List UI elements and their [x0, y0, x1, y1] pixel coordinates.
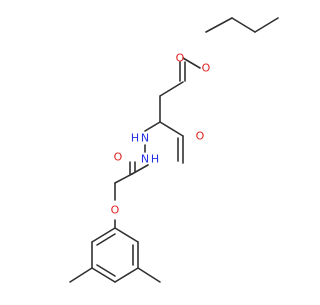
- structure-svg: O O N H O N H O O: [69, 17, 279, 283]
- bond: [159, 81, 184, 97]
- bond: [69, 267, 93, 283]
- atom-label-h: H: [151, 153, 159, 166]
- atom-label-h: H: [131, 132, 139, 145]
- atom-label-o: O: [196, 130, 205, 143]
- bond: [91, 267, 116, 283]
- bond: [144, 121, 161, 132]
- bond: [254, 17, 279, 33]
- bond: [91, 227, 116, 243]
- atom-label-n: N: [141, 153, 149, 166]
- bond: [114, 267, 139, 283]
- atom-label-o: O: [111, 204, 120, 217]
- bond: [96, 233, 116, 246]
- atom-label-n: N: [141, 132, 149, 145]
- molecule-diagram: O O N H O N H O O: [69, 17, 279, 283]
- bond: [205, 17, 233, 33]
- bond: [137, 267, 161, 283]
- atom-label-o: O: [202, 62, 211, 75]
- bond: [114, 173, 133, 184]
- atom-label-o: O: [114, 151, 123, 164]
- bond: [182, 57, 201, 69]
- bond: [231, 17, 256, 33]
- bond: [159, 121, 184, 137]
- atom-label-o: O: [176, 52, 185, 65]
- bond: [114, 227, 139, 243]
- bond: [96, 264, 116, 277]
